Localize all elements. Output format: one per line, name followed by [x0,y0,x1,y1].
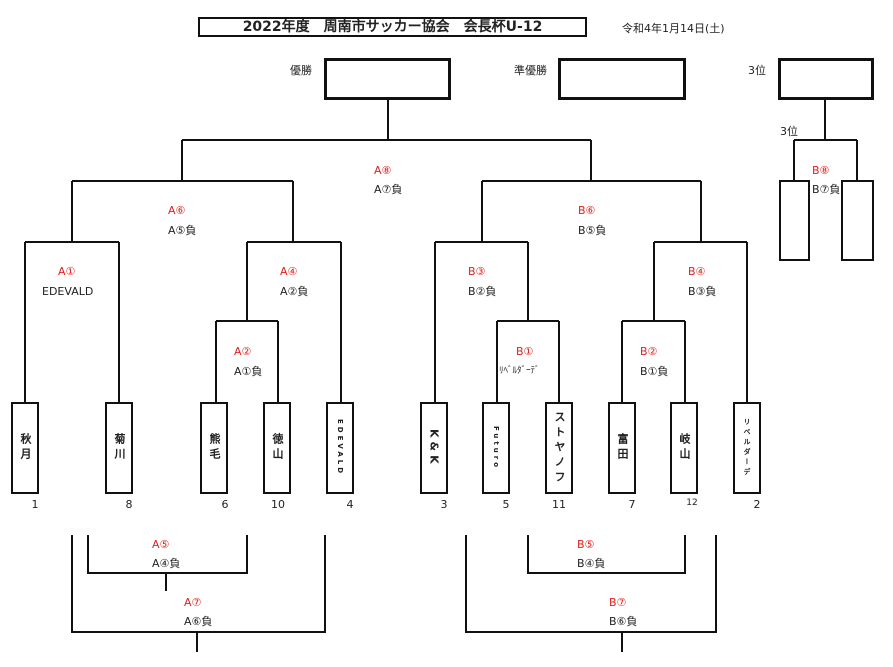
match-A2-label: A② [234,345,252,358]
match-B3-label: B③ [468,265,486,278]
seed-number: 3 [440,498,448,511]
third-label: 3位 [748,64,766,77]
match-A1-sub: EDEVALD [42,285,94,298]
match-A5-sub: A④負 [152,557,181,570]
team-box-edevald: EDEVALD [326,402,354,494]
seed-number: 2 [753,498,761,511]
team-name: 菊川 [113,433,126,463]
third-place-label: 3位 [780,125,798,138]
match-A6-sub: A⑤負 [168,224,197,237]
match-B2-sub: B①負 [640,365,669,378]
third-place-slot-1 [779,180,810,261]
champion-box [324,58,451,100]
champion-label: 優勝 [290,64,312,77]
match-B3-sub: B②負 [468,285,497,298]
runnerup-box [558,58,686,100]
match-B5-label: B⑤ [577,538,595,551]
team-box-liberdade: リベルダーデ [733,402,761,494]
match-B8-label: B⑧ [812,164,830,177]
match-B4-sub: B③負 [688,285,717,298]
runnerup-label: 準優勝 [514,64,547,77]
team-box-kumage: 熊毛 [200,402,228,494]
match-B8-sub: B⑦負 [812,183,841,196]
match-B6-label: B⑥ [578,204,596,217]
match-B6-sub: B⑤負 [578,224,607,237]
seed-number: 12 [686,498,698,508]
team-box-futuro: Futuro [482,402,510,494]
match-A7-label: A⑦ [184,596,202,609]
team-name: Futuro [492,425,500,470]
match-B1-sub: ﾘﾍﾞﾙﾀﾞｰﾃﾞ [499,366,540,376]
tournament-title: 2022年度 周南市サッカー協会 会長杯U-12 [198,17,587,37]
third-box [778,58,874,100]
third-place-slot-2 [841,180,874,261]
team-box-kizan: 岐山 [670,402,698,494]
team-box-kk: K&K [420,402,448,494]
team-name: ストヤノフ [553,410,566,486]
team-box-akizuki: 秋月 [11,402,39,494]
team-box-stoyanov: ストヤノフ [545,402,573,494]
match-A4-label: A④ [280,265,298,278]
match-B1-label: B① [516,345,534,358]
team-box-tonda: 富田 [608,402,636,494]
team-name: 熊毛 [208,433,221,463]
team-name: 富田 [616,433,629,463]
match-B7-label: B⑦ [609,596,627,609]
match-A7-sub: A⑥負 [184,615,213,628]
seed-number: 7 [628,498,636,511]
seed-number: 8 [125,498,133,511]
seed-number: 6 [221,498,229,511]
match-B5-sub: B④負 [577,557,606,570]
match-A8-sub: A⑦負 [374,183,403,196]
seed-number: 11 [552,498,566,511]
match-A1-label: A① [58,265,76,278]
team-box-kikugawa: 菊川 [105,402,133,494]
match-A2-sub: A①負 [234,365,263,378]
event-date: 令和4年1月14日(土) [622,22,725,35]
match-B2-label: B② [640,345,658,358]
seed-number: 4 [346,498,354,511]
seed-number: 5 [502,498,510,511]
match-A4-sub: A②負 [280,285,309,298]
match-B7-sub: B⑥負 [609,615,638,628]
team-box-tokuyama: 徳山 [263,402,291,494]
team-name: EDEVALD [336,419,344,477]
match-A6-label: A⑥ [168,204,186,217]
team-name: 岐山 [678,433,691,463]
team-name: 秋月 [19,433,32,463]
team-name: 徳山 [271,433,284,463]
match-B4-label: B④ [688,265,706,278]
team-name: K&K [427,428,441,468]
match-A5-label: A⑤ [152,538,170,551]
seed-number: 1 [31,498,39,511]
seed-number: 10 [271,498,285,511]
match-A8-label: A⑧ [374,164,392,177]
team-name: リベルダーデ [743,418,751,478]
